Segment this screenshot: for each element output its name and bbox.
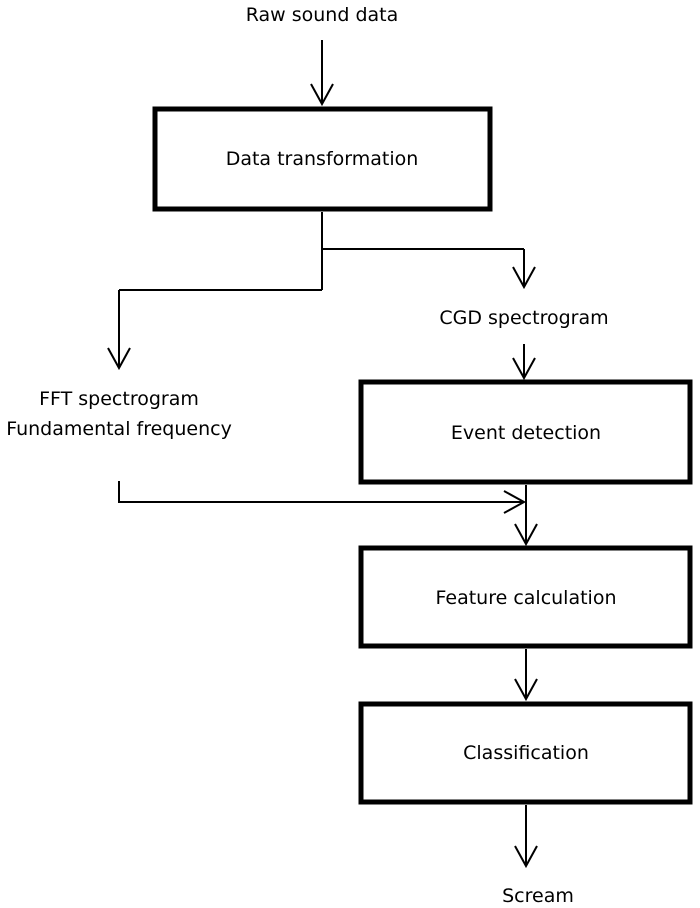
arrow-fft-to-feature-path (118, 481, 527, 514)
feature-calculation-label: Feature calculation (435, 587, 616, 609)
fundamental-frequency-label: Fundamental frequency (6, 418, 232, 440)
data-transformation-box: Data transformation (152, 106, 493, 212)
arrow-classification-to-scream (514, 805, 538, 869)
scream-label: Scream (502, 885, 574, 907)
event-detection-label: Event detection (451, 422, 601, 444)
arrow-to-fft-spectrogram (107, 290, 131, 371)
arrow-cgd-to-event-detection (512, 344, 536, 381)
fft-spectrogram-label: FFT spectrogram (39, 388, 199, 410)
cgd-spectrogram-label: CGD spectrogram (439, 307, 608, 329)
arrow-to-cgd-spectrogram (512, 249, 536, 290)
branch-connector (119, 212, 524, 291)
raw-sound-data-label: Raw sound data (246, 4, 399, 26)
arrow-raw-to-transformation (310, 40, 334, 107)
arrow-event-to-feature (514, 485, 538, 547)
data-transformation-label: Data transformation (226, 148, 419, 170)
event-detection-box: Event detection (358, 379, 693, 485)
classification-box: Classification (358, 701, 693, 805)
classification-label: Classification (463, 742, 589, 764)
arrow-feature-to-classification (514, 649, 538, 702)
feature-calculation-box: Feature calculation (358, 545, 693, 649)
